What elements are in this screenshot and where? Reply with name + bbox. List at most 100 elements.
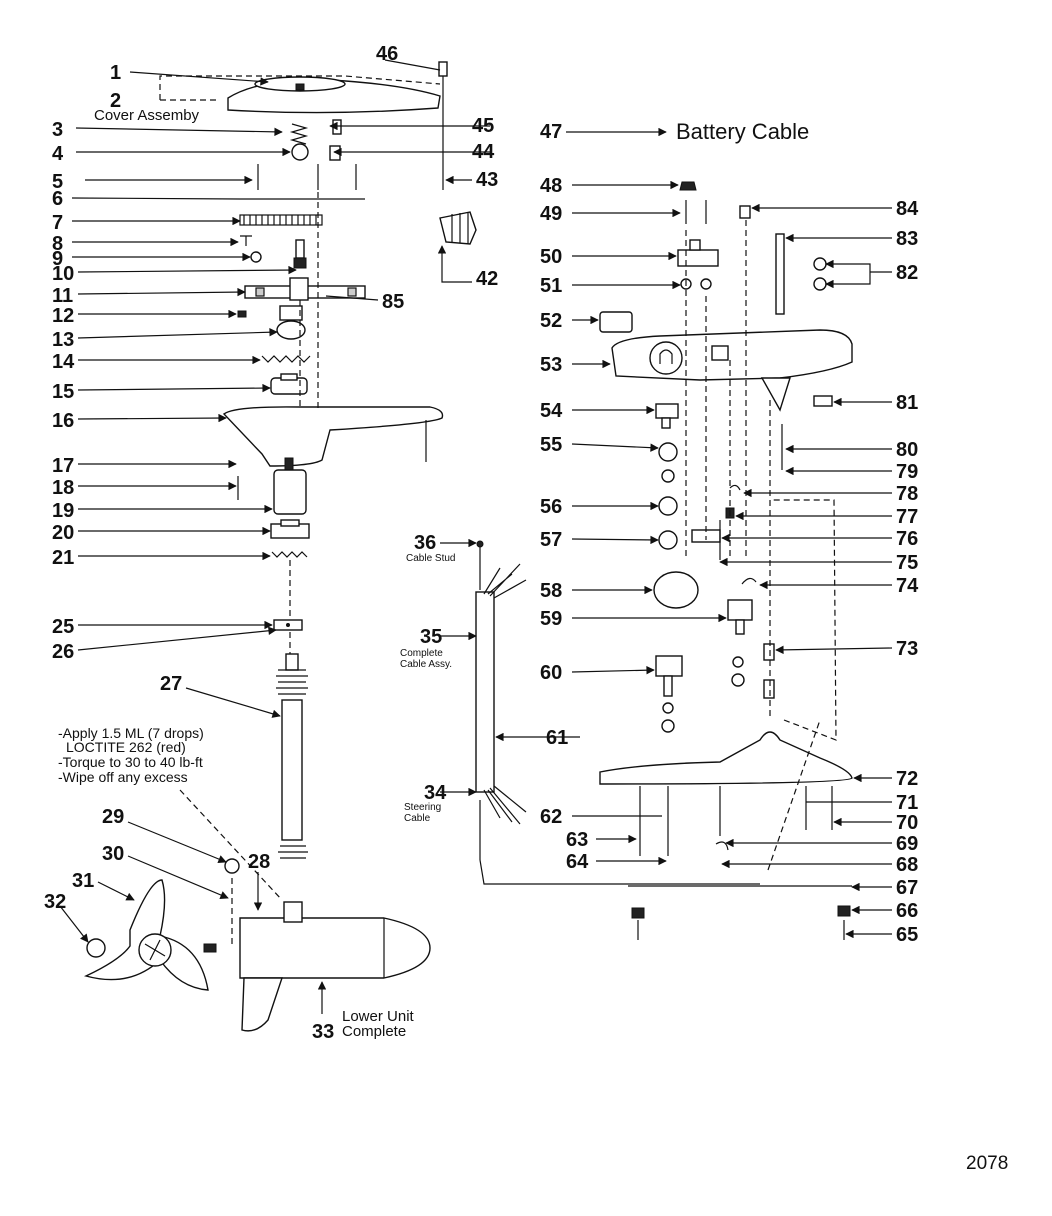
callout-19: 19 [52, 500, 74, 522]
diagram-number: 2078 [966, 1153, 1008, 1174]
lower-assembly-lines [179, 789, 283, 944]
battery-cable-label: Battery Cable [676, 119, 809, 144]
cable-stud-label: Cable Stud [406, 553, 455, 564]
composite-column-part [276, 653, 308, 859]
steering-cable-label-line2: Cable [404, 813, 431, 824]
callout-62: 62 [540, 806, 562, 828]
callout-7: 7 [52, 212, 63, 234]
callout-42: 42 [476, 268, 498, 290]
callout-4: 4 [52, 143, 64, 165]
washer-nut-part [661, 469, 675, 483]
callout-66: 66 [896, 900, 918, 922]
callout-14: 14 [52, 351, 75, 373]
callout-30: 30 [102, 843, 124, 865]
callout-13: 13 [52, 329, 74, 351]
gear-part [239, 214, 323, 226]
right-assembly-lines [685, 220, 771, 720]
top-nut-part [679, 181, 697, 191]
callout-32: 32 [44, 891, 66, 913]
callout-56: 56 [540, 496, 562, 518]
base-plate-part [599, 499, 853, 940]
callout-59: 59 [540, 608, 562, 630]
callout-43: 43 [476, 169, 498, 191]
control-head-part [222, 406, 444, 471]
assembly-lines [299, 192, 319, 410]
callout-73: 73 [896, 638, 918, 660]
callout-20: 20 [52, 522, 74, 544]
callout-75: 75 [896, 552, 918, 574]
note-line-3: -Torque to 30 to 40 lb-ft [58, 754, 203, 770]
callout-27: 27 [160, 673, 182, 695]
callout-76: 76 [896, 528, 918, 550]
callout-60: 60 [540, 662, 562, 684]
callout-58: 58 [540, 580, 562, 602]
callout-49: 49 [540, 203, 562, 225]
switch-assy-part [655, 403, 679, 429]
prop-nut-part [86, 938, 106, 958]
callout-52: 52 [540, 310, 562, 332]
composite-shaft-part [273, 469, 307, 515]
callout-51: 51 [540, 275, 562, 297]
cable-tie-part [438, 61, 448, 190]
callout-35: 35 [420, 626, 442, 648]
callout-69: 69 [896, 833, 918, 855]
callout-78: 78 [896, 483, 918, 505]
callout-79: 79 [896, 461, 918, 483]
callout-8: 8 [52, 233, 63, 255]
gear-housing-part [244, 277, 366, 301]
callout-64: 64 [566, 851, 589, 873]
small-screw-part [240, 235, 252, 246]
callout-17: 17 [52, 455, 74, 477]
callout-34: 34 [424, 782, 447, 804]
callout-81: 81 [896, 392, 918, 414]
callout-82: 82 [896, 262, 918, 284]
cap-part [739, 205, 751, 219]
callout-47: 47 [540, 121, 562, 143]
callout-61: 61 [546, 727, 568, 749]
lower-unit-part [203, 901, 431, 1032]
callout-45: 45 [472, 115, 494, 137]
callout-44: 44 [472, 141, 495, 163]
callout-74: 74 [896, 575, 919, 597]
callout-6: 6 [52, 188, 63, 210]
callout-21: 21 [52, 547, 74, 569]
screws-part [257, 164, 357, 190]
leader-lines [59, 59, 893, 1014]
callout-70: 70 [896, 812, 918, 834]
callout-85: 85 [382, 291, 404, 313]
washer-small-part [224, 858, 240, 874]
shaft-stud-part [293, 239, 307, 269]
callout-28: 28 [248, 851, 270, 873]
callout-84: 84 [896, 198, 919, 220]
strain-relief-part [439, 211, 477, 245]
bearing-part [270, 519, 310, 539]
callout-3: 3 [52, 119, 63, 141]
callout-71: 71 [896, 792, 918, 814]
switch-part [677, 239, 719, 267]
note-line-1: -Apply 1.5 ML (7 drops) [58, 725, 204, 741]
callout-77: 77 [896, 506, 918, 528]
callout-57: 57 [540, 529, 562, 551]
cable-assembly-part [475, 540, 760, 885]
complete-cable-label-line2: Cable Assy. [400, 659, 452, 670]
callout-numbers: 1 2 3 4 5 6 7 8 9 10 11 12 13 14 15 16 1… [44, 43, 919, 1043]
callout-15: 15 [52, 381, 74, 403]
callout-25: 25 [52, 616, 74, 638]
cover-assembly-part [159, 75, 441, 114]
callout-16: 16 [52, 410, 74, 432]
steering-bracket-part [611, 329, 853, 412]
note-line-2: LOCTITE 262 (red) [66, 739, 186, 755]
lock-nut-part [658, 496, 678, 516]
pin-part [332, 119, 342, 135]
callout-80: 80 [896, 439, 918, 461]
callout-31: 31 [72, 870, 94, 892]
bushing-part [270, 373, 308, 395]
callout-29: 29 [102, 806, 124, 828]
knobs-part [813, 257, 827, 291]
callout-26: 26 [52, 641, 74, 663]
o-ring-part [653, 571, 699, 609]
callout-46: 46 [376, 43, 398, 65]
callout-9: 9 [52, 248, 63, 270]
